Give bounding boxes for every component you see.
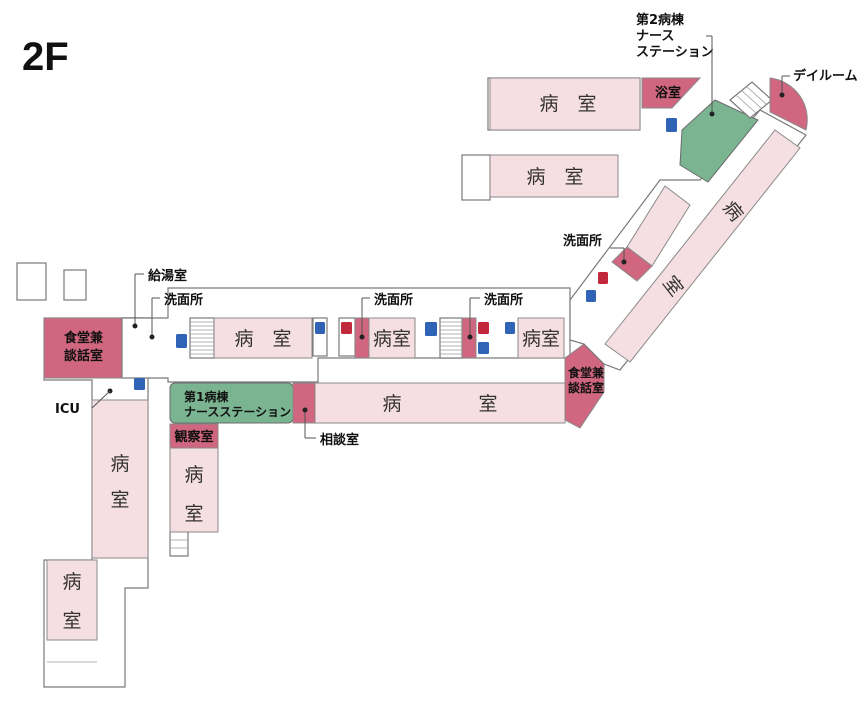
ward-long-label: 病 <box>382 393 401 415</box>
nurse-station-2[interactable] <box>679 99 759 183</box>
ward-bottom-left-label: 室 <box>62 610 81 632</box>
dining-right-label: 食堂兼 <box>567 365 605 380</box>
washroom-diagonal[interactable] <box>611 246 653 282</box>
washroom-diagonal-label: 洗面所 <box>563 233 602 249</box>
ward-mid-3[interactable] <box>517 317 565 359</box>
elevator-icon <box>176 334 187 348</box>
kitchenette-label: 給湯室 <box>148 268 187 284</box>
outside-block <box>63 269 87 301</box>
bath-room-label: 浴室 <box>655 85 681 101</box>
washroom-2-label: 洗面所 <box>374 292 413 308</box>
ward-observation[interactable] <box>169 447 219 533</box>
ward-mid-2-label: 病室 <box>373 328 411 350</box>
accessible-toilet-icon <box>134 378 145 390</box>
dining-left-label: 談話室 <box>64 348 103 364</box>
observation-room[interactable] <box>169 423 219 449</box>
stairs-lines <box>440 321 462 355</box>
nurse-station-2-label: 第2病棟 <box>636 12 685 28</box>
ward-mid-1[interactable] <box>213 317 313 359</box>
toilet-women-icon <box>478 322 489 334</box>
toilet-women-icon <box>598 272 608 284</box>
nurse-station-2-label: ステーション <box>636 45 714 60</box>
dining-left-label: 食堂兼 <box>64 330 104 346</box>
elevator-icon <box>425 322 437 336</box>
dayroom-label: デイルーム <box>793 68 858 84</box>
accessible-toilet-icon <box>478 342 489 354</box>
ward-left-label: 室 <box>110 489 129 511</box>
consult-room[interactable] <box>292 382 316 424</box>
ward-top-1[interactable] <box>489 77 641 131</box>
outside-block <box>16 262 47 301</box>
ward-mid-2[interactable] <box>368 317 416 359</box>
stairs-small <box>169 532 189 557</box>
ward-mid-1-label: 病 室 <box>234 328 291 350</box>
nurse-station-2-label: ナース <box>636 29 674 44</box>
stairs-upper <box>461 154 491 201</box>
toilet-men-icon <box>586 290 596 302</box>
dayroom[interactable] <box>769 77 808 131</box>
ward-diagonal[interactable] <box>604 129 801 363</box>
ward-mid-3-label: 病室 <box>522 328 560 350</box>
toilet-men-icon <box>315 322 325 334</box>
nurse-station-1-label: 第1病棟 <box>184 389 229 404</box>
floor-label: 2F <box>22 35 69 79</box>
ward-bottom-left-label: 病 <box>62 571 81 593</box>
stairs-lines <box>190 321 214 355</box>
ward-long[interactable] <box>314 382 566 424</box>
ward-long-label: 室 <box>478 393 497 415</box>
ward-observation-label: 室 <box>184 503 203 525</box>
icu-label: ICU <box>55 402 80 417</box>
dining-right-label: 談話室 <box>568 380 604 395</box>
consult-room-label: 相談室 <box>320 432 359 448</box>
ward-left[interactable] <box>91 399 149 559</box>
bath-room[interactable] <box>641 77 702 109</box>
ward-top-1-label: 病 室 <box>539 93 596 115</box>
toilet-men-icon <box>505 322 515 334</box>
toilet-women-icon <box>341 322 352 334</box>
ward-bottom-left[interactable] <box>46 559 98 641</box>
nurse-station-1-label: ナースステーション <box>184 405 291 419</box>
ward-top-2-label: 病 室 <box>526 166 583 188</box>
washroom-3-label: 洗面所 <box>484 292 523 308</box>
ward-observation-label: 病 <box>184 464 203 486</box>
elevator-icon <box>666 118 677 132</box>
observation-room-label: 観察室 <box>173 429 213 445</box>
ward-left-label: 病 <box>110 453 129 475</box>
washroom-1-label: 洗面所 <box>164 292 203 308</box>
dining-left[interactable] <box>43 317 123 379</box>
ward-top-2[interactable] <box>489 154 619 198</box>
